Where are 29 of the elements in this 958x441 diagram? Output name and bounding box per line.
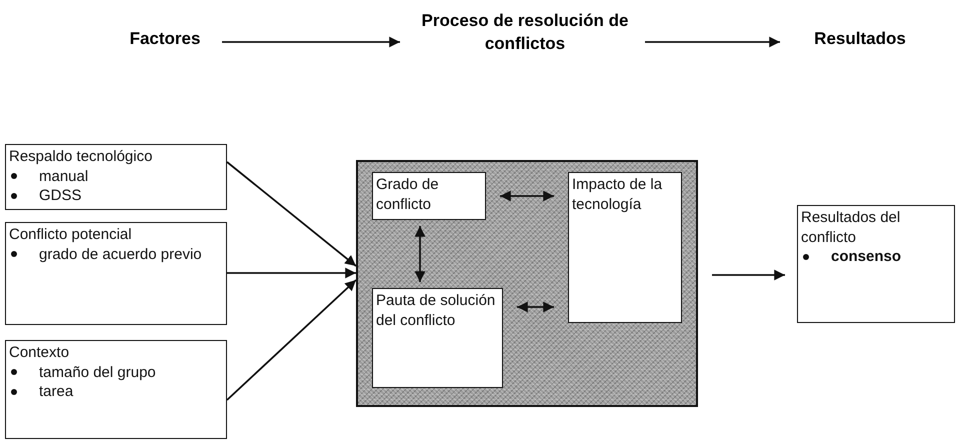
bullet-item: grado de acuerdo previo [39,244,202,264]
box-heading: Conflicto potencial [9,225,133,244]
header-label: Factores [110,28,220,54]
arrow [500,190,554,202]
bullet-item: consenso [831,247,902,266]
factor-box [5,340,227,439]
factor-box [797,205,955,323]
factor-box [5,222,227,325]
bullet-item: GDSS [39,186,82,206]
factor-box [5,144,227,210]
arrow [645,36,780,48]
arrow [226,279,357,401]
box-heading: Respaldo tecnológico [9,147,154,166]
box-heading: Contexto [9,343,70,362]
arrow [226,161,357,267]
arrow [227,268,356,278]
process-box: Impacto de la tecnología [568,172,682,323]
header-label: Proceso de resolución de conflictos [405,10,645,60]
arrow [517,302,554,312]
process-panel [356,160,698,407]
process-box: Pauta de solución del conflicto [372,288,503,388]
bullet-item: tarea [39,382,74,402]
bullet-item: manual [39,166,88,186]
arrow [222,36,400,48]
arrow [712,270,785,280]
bullet-item: tamaño del grupo [39,362,156,382]
header-label: Resultados [795,28,925,54]
arrow [414,226,426,282]
process-box: Grado de conflicto [372,172,486,220]
